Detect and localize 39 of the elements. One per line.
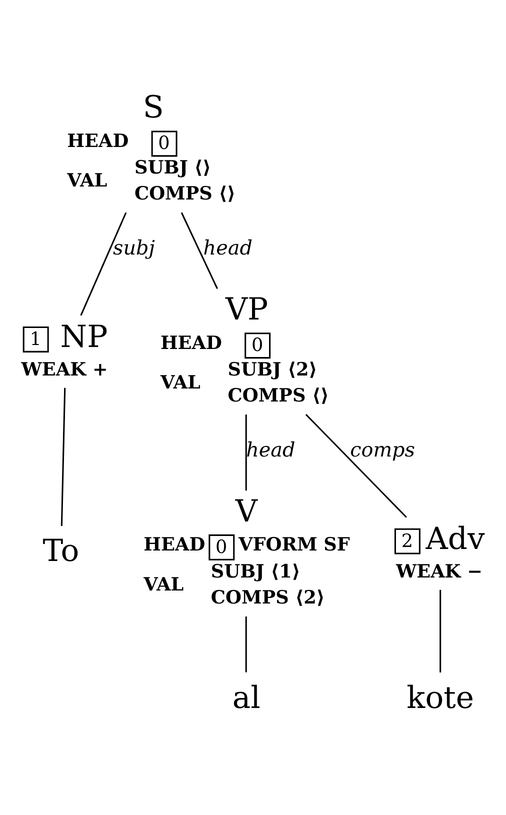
node-label: V bbox=[235, 494, 258, 530]
node-label: COMPS ⟨2⟩ bbox=[210, 587, 325, 608]
node-label: WEAK + bbox=[21, 360, 108, 381]
edge-label: head bbox=[203, 236, 252, 260]
node-label: COMPS ⟨⟩ bbox=[134, 184, 236, 205]
node-label: COMPS ⟨⟩ bbox=[228, 386, 329, 407]
node-box: 0 bbox=[151, 130, 178, 157]
node-label: Adv bbox=[426, 522, 485, 557]
edge-label: subj bbox=[113, 236, 155, 260]
node-label: SUBJ ⟨1⟩ bbox=[210, 561, 300, 582]
node-text: al bbox=[232, 681, 260, 716]
node-text: To bbox=[42, 534, 80, 570]
connector bbox=[80, 212, 127, 316]
node-label: VP bbox=[225, 292, 268, 328]
edge-label: head bbox=[246, 438, 296, 462]
node-label: SUBJ ⟨2⟩ bbox=[228, 360, 318, 381]
node-label: HEAD bbox=[160, 332, 222, 354]
connector bbox=[180, 212, 218, 290]
node-text: kote bbox=[406, 681, 474, 716]
connector bbox=[440, 590, 442, 672]
node-label: VAL bbox=[160, 372, 200, 394]
node-label: HEAD bbox=[144, 534, 206, 556]
node-label: VAL bbox=[67, 170, 108, 192]
node-label: VAL bbox=[144, 574, 184, 596]
connector bbox=[305, 414, 407, 518]
connector bbox=[60, 388, 66, 526]
node-label: VFORM SF bbox=[238, 534, 350, 556]
node-box: 0 bbox=[244, 332, 271, 359]
node-label: NP bbox=[60, 320, 108, 356]
node-box: 0 bbox=[208, 534, 235, 560]
node-label: WEAK − bbox=[396, 561, 483, 582]
connector bbox=[245, 414, 247, 491]
node-label: S bbox=[142, 90, 164, 126]
node-box: 2 bbox=[394, 528, 420, 554]
node-box: 1 bbox=[22, 326, 49, 352]
edge-label: comps bbox=[350, 438, 415, 462]
node-label: HEAD bbox=[67, 130, 129, 152]
connector bbox=[245, 616, 247, 672]
node-label: SUBJ ⟨⟩ bbox=[134, 158, 212, 179]
